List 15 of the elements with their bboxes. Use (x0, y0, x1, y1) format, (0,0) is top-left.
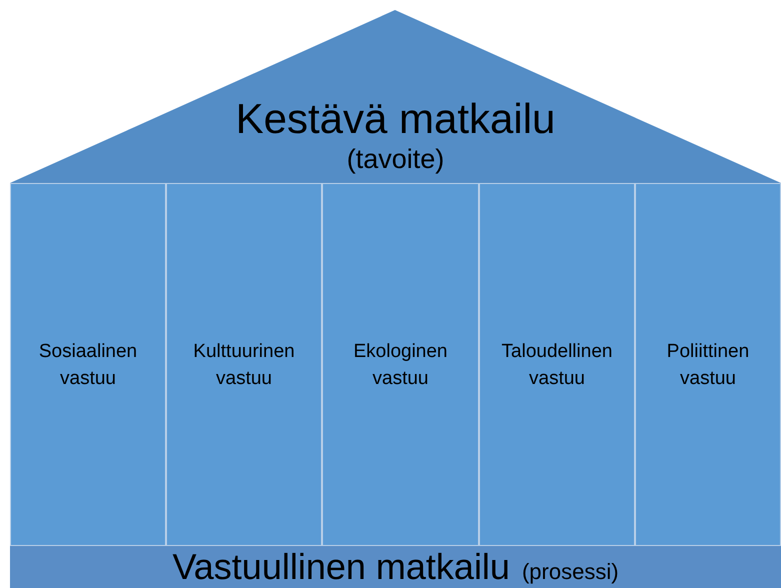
pillar-label: Kulttuurinen vastuu (192, 340, 296, 390)
pillar (10, 183, 166, 546)
pillar (635, 183, 781, 546)
foundation-subtitle: (prosessi) (522, 558, 619, 586)
pillar (479, 183, 635, 546)
pillar-label: Ekologinen vastuu (352, 340, 449, 390)
pillar-label: Poliittinen vastuu (666, 340, 750, 390)
pillar (166, 183, 322, 546)
foundation-title: Vastuullinen matkailu (172, 547, 510, 587)
pillar (322, 183, 479, 546)
roof-title: Kestävä matkailu (236, 95, 556, 143)
pillar-label: Taloudellinen vastuu (500, 340, 614, 390)
foundation-bar (10, 546, 781, 588)
roof-subtitle: (tavoite) (346, 143, 444, 175)
pillar-label: Sosiaalinen vastuu (38, 340, 138, 390)
